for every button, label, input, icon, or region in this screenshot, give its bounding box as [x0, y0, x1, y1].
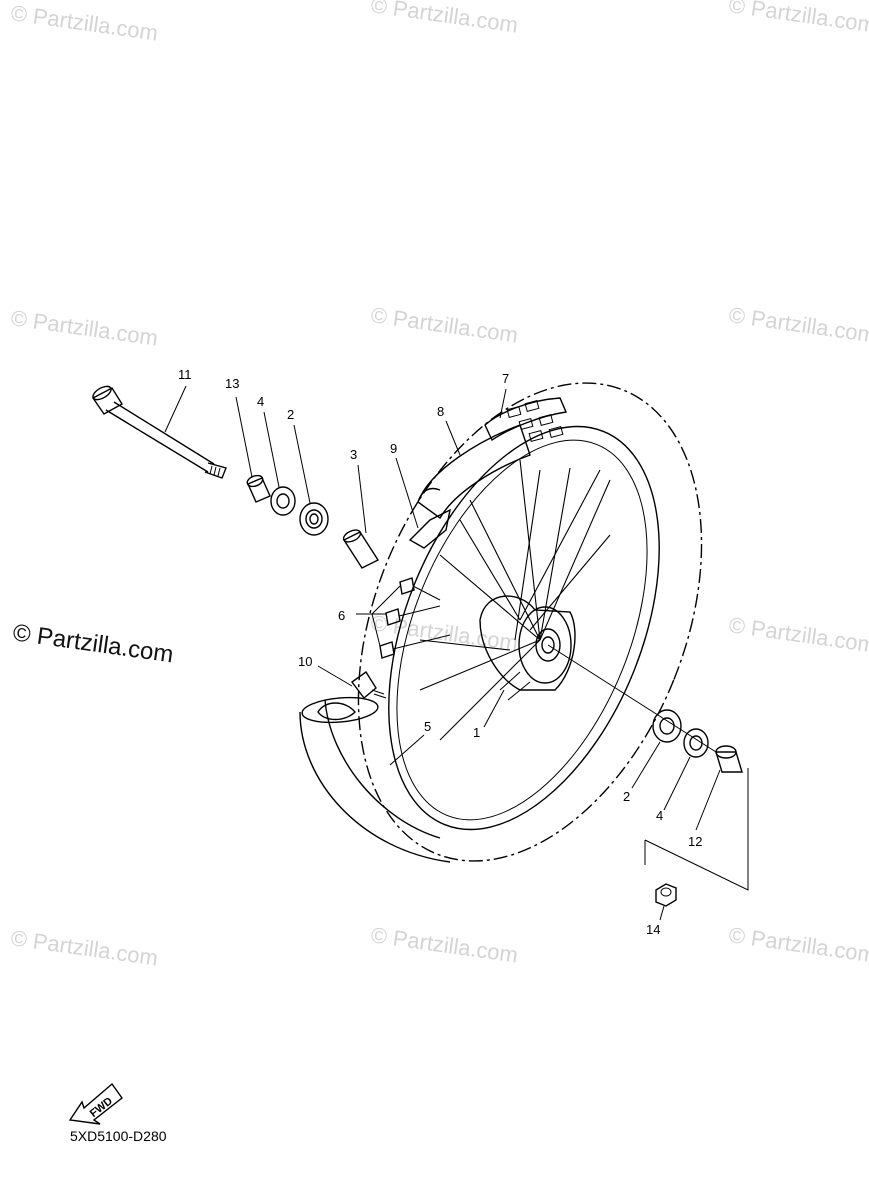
nut-14 [655, 883, 677, 907]
tube-5 [299, 696, 451, 863]
rim-strip-9 [408, 508, 451, 549]
watermark: © Partzilla.com [727, 302, 869, 347]
spoke-nipples [379, 577, 451, 659]
callout-7: 7 [502, 371, 509, 386]
hub-1 [479, 595, 576, 701]
valve-10 [351, 670, 387, 700]
tire-7 [484, 397, 567, 443]
wheel-rim [357, 382, 703, 862]
watermark: © Partzilla.com [369, 302, 519, 347]
oil-seal-left [270, 486, 296, 516]
callout-4-right: 4 [656, 808, 663, 823]
callout-1: 1 [473, 725, 480, 740]
callout-8: 8 [437, 404, 444, 419]
callout-5: 5 [424, 719, 431, 734]
watermark: © Partzilla.com [369, 0, 519, 38]
watermarks: © Partzilla.com © Partzilla.com © Partzi… [9, 0, 869, 971]
axle [91, 385, 227, 479]
watermark: © Partzilla.com [9, 925, 159, 970]
spokes [419, 459, 611, 741]
fwd-label: FWD [88, 1095, 115, 1120]
spacer-3 [342, 529, 380, 569]
watermark: © Partzilla.com [727, 922, 869, 967]
callout-2-right: 2 [623, 789, 630, 804]
leader-lines [164, 385, 721, 921]
callout-10: 10 [298, 654, 312, 669]
collar-13 [246, 474, 271, 503]
bracket-12-14 [644, 768, 749, 891]
callout-2-left: 2 [287, 407, 294, 422]
watermark: © Partzilla.com [369, 922, 519, 967]
callout-14: 14 [646, 922, 660, 937]
callouts: 11 13 4 2 3 9 8 7 6 10 5 1 2 4 12 14 [178, 367, 702, 937]
callout-11: 11 [178, 367, 192, 382]
callout-4-left: 4 [257, 394, 264, 409]
collar-12 [715, 745, 743, 773]
callout-9: 9 [390, 441, 397, 456]
oil-seal-right [683, 728, 709, 758]
callout-3: 3 [350, 447, 357, 462]
watermark: © Partzilla.com [727, 612, 869, 657]
bearing-left [299, 502, 329, 536]
watermark: © Partzilla.com [9, 0, 159, 45]
watermark: © Partzilla.com [727, 0, 869, 38]
axle-center-line [547, 644, 717, 753]
bearing-right [652, 709, 682, 743]
diagram-code: 5XD5100-D280 [70, 1128, 167, 1144]
watermark: © Partzilla.com [9, 305, 159, 350]
callout-6: 6 [338, 608, 345, 623]
watermark-prominent: © Partzilla.com [11, 619, 175, 668]
fwd-arrow-icon: FWD [68, 1082, 123, 1125]
rim-band-8 [417, 424, 531, 520]
callout-13: 13 [225, 376, 239, 391]
callout-12: 12 [688, 834, 702, 849]
